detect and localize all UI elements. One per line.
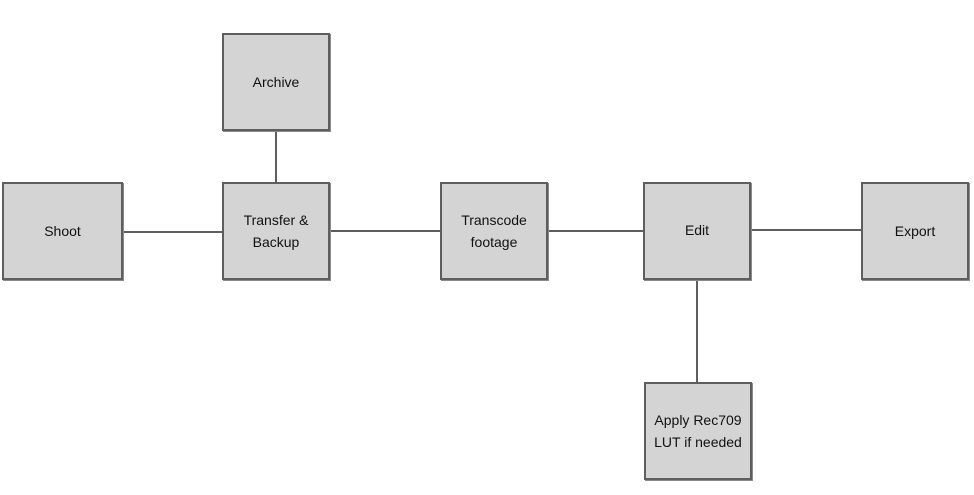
node-transcode-footage-label: Transcode footage: [461, 212, 527, 250]
connector-archive-transfer: [275, 131, 277, 182]
node-archive: Archive: [222, 33, 330, 131]
node-shoot: Shoot: [2, 182, 123, 280]
node-edit: Edit: [643, 182, 751, 280]
connector-transcode-edit: [548, 230, 643, 232]
node-transfer-backup-label: Transfer & Backup: [243, 212, 309, 250]
node-edit-label: Edit: [684, 222, 710, 238]
node-transcode-footage: Transcode footage: [440, 182, 548, 280]
node-apply-lut: Apply Rec709 LUT if needed: [644, 382, 752, 480]
node-archive-label: Archive: [252, 74, 300, 90]
node-transfer-backup: Transfer & Backup: [222, 182, 330, 280]
node-export: Export: [861, 182, 969, 280]
node-export-label: Export: [894, 223, 936, 239]
connector-transfer-transcode: [330, 230, 440, 232]
connector-edit-apply-lut: [696, 280, 698, 382]
node-apply-lut-label: Apply Rec709 LUT if needed: [654, 412, 742, 450]
connector-shoot-transfer: [123, 231, 222, 233]
node-shoot-label: Shoot: [44, 223, 81, 239]
connector-edit-export: [751, 229, 861, 231]
